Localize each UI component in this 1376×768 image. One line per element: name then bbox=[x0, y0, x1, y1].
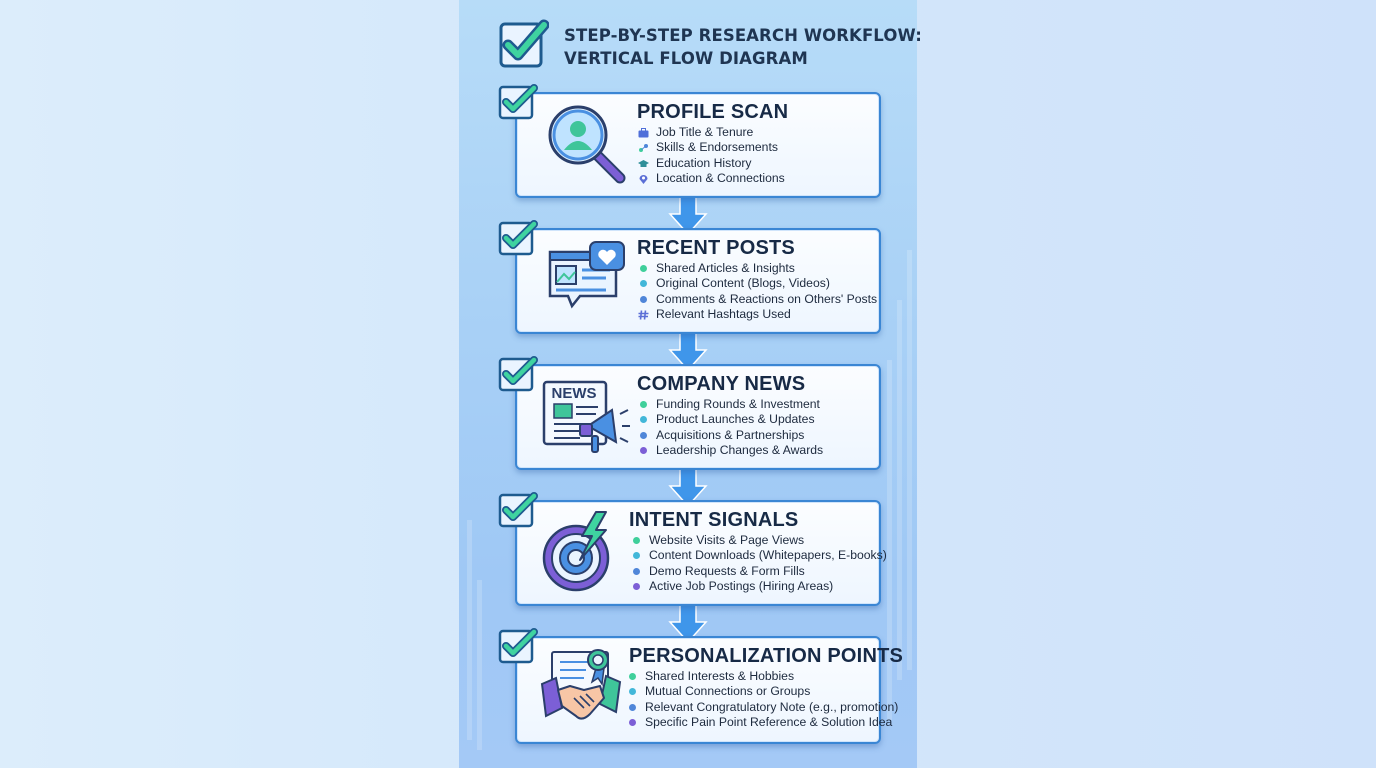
item-text: Product Launches & Updates bbox=[656, 412, 815, 427]
item-text: Demo Requests & Form Fills bbox=[649, 563, 805, 578]
check-icon bbox=[498, 356, 538, 392]
list-item: Product Launches & Updates bbox=[638, 412, 823, 427]
item-text: Skills & Endorsements bbox=[656, 140, 778, 155]
list-item: Demo Requests & Form Fills bbox=[631, 564, 887, 579]
down-arrow-icon bbox=[668, 468, 708, 508]
step-items: Website Visits & Page Views Content Down… bbox=[631, 533, 887, 595]
item-text: Leadership Changes & Awards bbox=[656, 443, 824, 458]
item-text: Location & Connections bbox=[656, 171, 785, 186]
handshake-certificate-icon bbox=[540, 649, 622, 720]
bullet-dot-icon bbox=[640, 416, 647, 424]
target-lightning-icon bbox=[542, 511, 610, 592]
check-icon bbox=[498, 628, 538, 664]
title-line-1: STEP-BY-STEP RESEARCH WORKFLOW: bbox=[564, 26, 922, 45]
bullet-dot-icon bbox=[640, 295, 647, 303]
step-title: COMPANY NEWS bbox=[637, 373, 806, 395]
bullet-dot-icon bbox=[640, 265, 647, 272]
list-item: Job Title & Tenure bbox=[638, 125, 785, 140]
item-text: Education History bbox=[656, 155, 752, 170]
bullet-dot-icon bbox=[640, 280, 647, 288]
background-bar bbox=[907, 250, 912, 670]
check-icon bbox=[498, 84, 538, 120]
list-item: Relevant Congratulatory Note (e.g., prom… bbox=[627, 700, 898, 715]
list-item: Original Content (Blogs, Videos) bbox=[638, 276, 877, 291]
location-pin-icon bbox=[639, 175, 648, 185]
briefcase-icon bbox=[638, 128, 649, 138]
item-text: Comments & Reactions on Others' Posts bbox=[656, 291, 878, 306]
item-text: Original Content (Blogs, Videos) bbox=[656, 276, 830, 291]
list-item: Mutual Connections or Groups bbox=[627, 684, 898, 699]
list-item: Website Visits & Page Views bbox=[631, 533, 887, 548]
item-text: Mutual Connections or Groups bbox=[645, 684, 811, 699]
step-items: Shared Articles & Insights Original Cont… bbox=[638, 261, 877, 323]
step-items: Shared Interests & Hobbies Mutual Connec… bbox=[627, 669, 898, 731]
post-heart-icon bbox=[548, 241, 625, 309]
bullet-dot-icon bbox=[629, 673, 636, 680]
item-text: Content Downloads (Whitepapers, E-books) bbox=[649, 548, 887, 563]
list-item: Shared Articles & Insights bbox=[638, 261, 877, 276]
item-text: Website Visits & Page Views bbox=[649, 533, 805, 547]
down-arrow-icon bbox=[668, 332, 708, 372]
diagram-title: STEP-BY-STEP RESEARCH WORKFLOW: VERTICAL… bbox=[564, 24, 922, 70]
list-item: Active Job Postings (Hiring Areas) bbox=[631, 579, 887, 594]
graduation-cap-icon bbox=[638, 159, 649, 167]
newspaper-megaphone-icon: NEWS bbox=[542, 380, 630, 453]
item-text: Job Title & Tenure bbox=[656, 125, 754, 139]
bullet-dot-icon bbox=[633, 567, 640, 575]
step-items: Funding Rounds & Investment Product Laun… bbox=[638, 397, 823, 459]
hashtag-icon bbox=[638, 310, 649, 320]
step-title: PROFILE SCAN bbox=[637, 101, 789, 123]
item-text: Relevant Congratulatory Note (e.g., prom… bbox=[645, 699, 899, 714]
bullet-dot-icon bbox=[633, 552, 640, 560]
background-bar bbox=[887, 360, 892, 720]
background-bar bbox=[467, 520, 472, 740]
list-item: Content Downloads (Whitepapers, E-books) bbox=[631, 548, 887, 563]
list-item: Location & Connections bbox=[638, 171, 785, 186]
bullet-dot-icon bbox=[629, 719, 636, 727]
bullet-dot-icon bbox=[640, 447, 647, 455]
bullet-dot-icon bbox=[629, 703, 636, 711]
list-item: Shared Interests & Hobbies bbox=[627, 669, 898, 684]
background-bar bbox=[477, 580, 482, 750]
step-title: PERSONALIZATION POINTS bbox=[629, 645, 904, 667]
item-text: Specific Pain Point Reference & Solution… bbox=[645, 715, 893, 730]
list-item: Funding Rounds & Investment bbox=[638, 397, 823, 412]
list-item: Skills & Endorsements bbox=[638, 140, 785, 155]
item-text: Shared Interests & Hobbies bbox=[645, 669, 795, 683]
list-item: Relevant Hashtags Used bbox=[638, 307, 877, 322]
skills-icon bbox=[639, 144, 648, 153]
item-text: Funding Rounds & Investment bbox=[656, 397, 820, 411]
list-item: Comments & Reactions on Others' Posts bbox=[638, 292, 877, 307]
item-text: Active Job Postings (Hiring Areas) bbox=[649, 579, 834, 594]
list-item: Acquisitions & Partnerships bbox=[638, 428, 823, 443]
step-title: RECENT POSTS bbox=[637, 237, 795, 259]
check-icon bbox=[498, 492, 538, 528]
check-icon bbox=[498, 220, 538, 256]
list-item: Leadership Changes & Awards bbox=[638, 443, 823, 458]
news-icon-label: NEWS bbox=[552, 385, 597, 402]
bullet-dot-icon bbox=[640, 401, 647, 408]
bullet-dot-icon bbox=[633, 583, 640, 591]
list-item: Specific Pain Point Reference & Solution… bbox=[627, 715, 898, 730]
down-arrow-icon bbox=[668, 196, 708, 236]
item-text: Acquisitions & Partnerships bbox=[656, 427, 805, 442]
bullet-dot-icon bbox=[629, 688, 636, 696]
item-text: Relevant Hashtags Used bbox=[656, 307, 791, 322]
list-item: Education History bbox=[638, 156, 785, 171]
down-arrow-icon bbox=[668, 604, 708, 644]
bullet-dot-icon bbox=[633, 537, 640, 544]
bullet-dot-icon bbox=[640, 431, 647, 439]
step-title: INTENT SIGNALS bbox=[629, 509, 799, 531]
step-items: Job Title & Tenure Skills & Endorsements… bbox=[638, 125, 785, 187]
title-line-2: VERTICAL FLOW DIAGRAM bbox=[564, 49, 808, 68]
item-text: Shared Articles & Insights bbox=[656, 261, 795, 275]
title-check-icon bbox=[499, 19, 549, 68]
background-bar bbox=[897, 300, 902, 680]
magnifier-person-icon bbox=[548, 105, 626, 184]
